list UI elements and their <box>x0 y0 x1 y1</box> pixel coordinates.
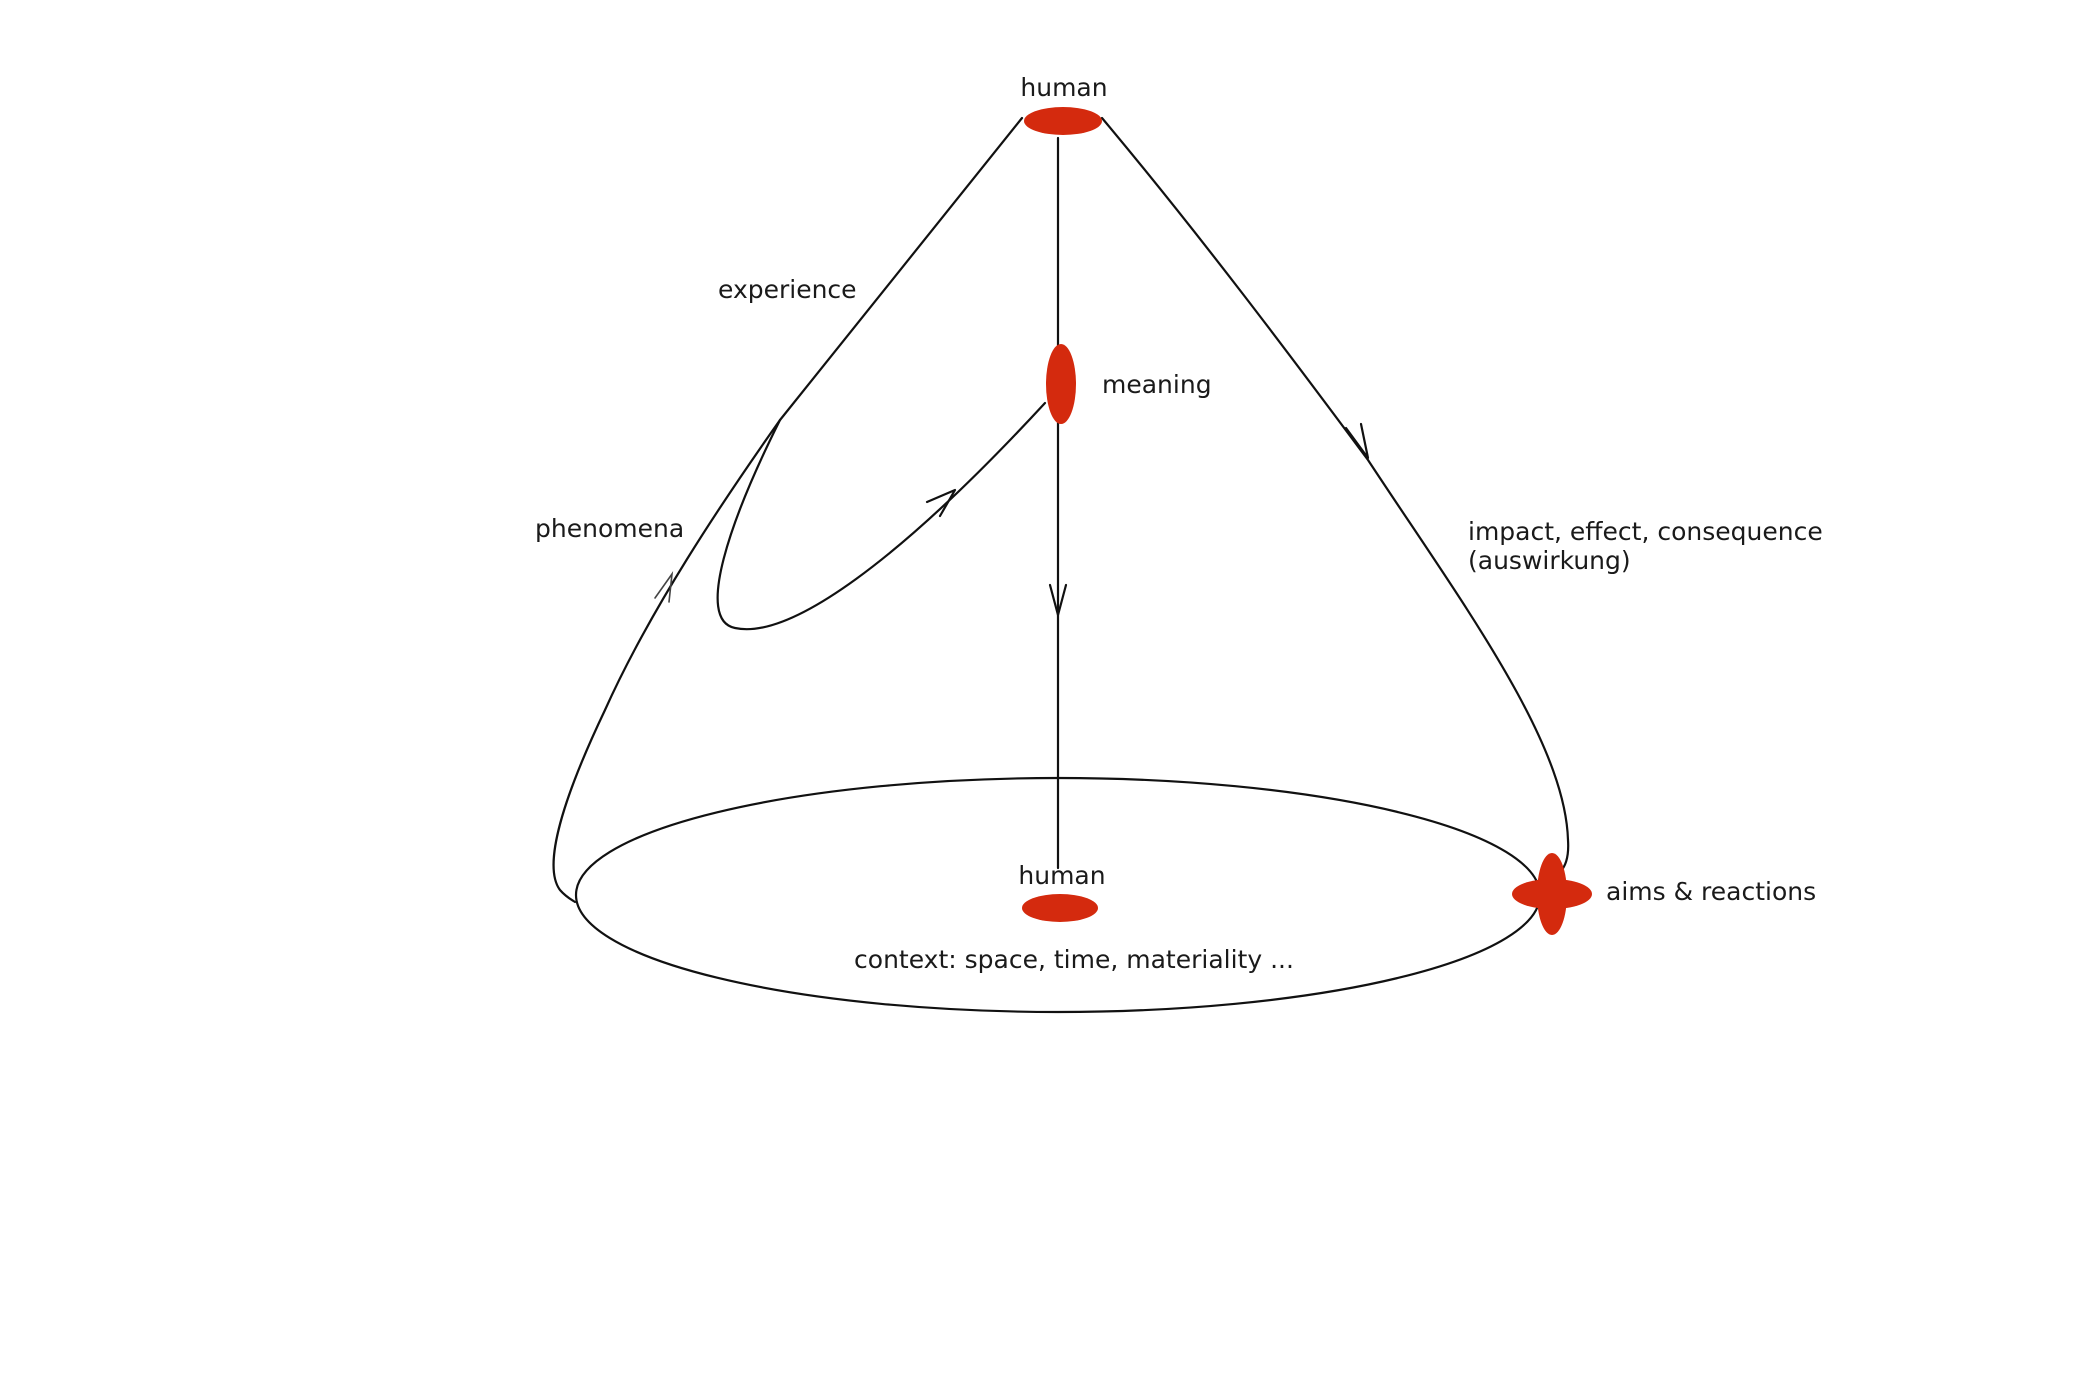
human-bottom-label: human <box>1018 861 1105 890</box>
human-top-label: human <box>1020 73 1107 102</box>
impact-label-line1: impact, effect, consequence <box>1468 517 1823 546</box>
meaning-label: meaning <box>1102 370 1212 399</box>
aims-reactions-node <box>1512 853 1592 935</box>
impact-arrow-head <box>1344 422 1370 460</box>
human-top-node <box>1024 107 1102 135</box>
impact-label-line2: (auswirkung) <box>1468 546 1631 575</box>
context-label: context: space, time, materiality ... <box>854 945 1294 974</box>
phenomena-label: phenomena <box>535 514 684 543</box>
meaning-loop-arrow-head <box>925 488 957 518</box>
vertical-arrow-head <box>1048 583 1068 617</box>
meaning-node <box>1046 344 1076 424</box>
experience-label: experience <box>718 275 857 304</box>
meaning-loop-path <box>716 401 1047 631</box>
human-bottom-node <box>1022 894 1098 922</box>
phenomena-arrow-head <box>654 571 674 603</box>
phenomena-experience-path <box>552 116 1024 904</box>
aims-reactions-label: aims & reactions <box>1606 877 1816 906</box>
impact-path <box>1100 116 1570 874</box>
